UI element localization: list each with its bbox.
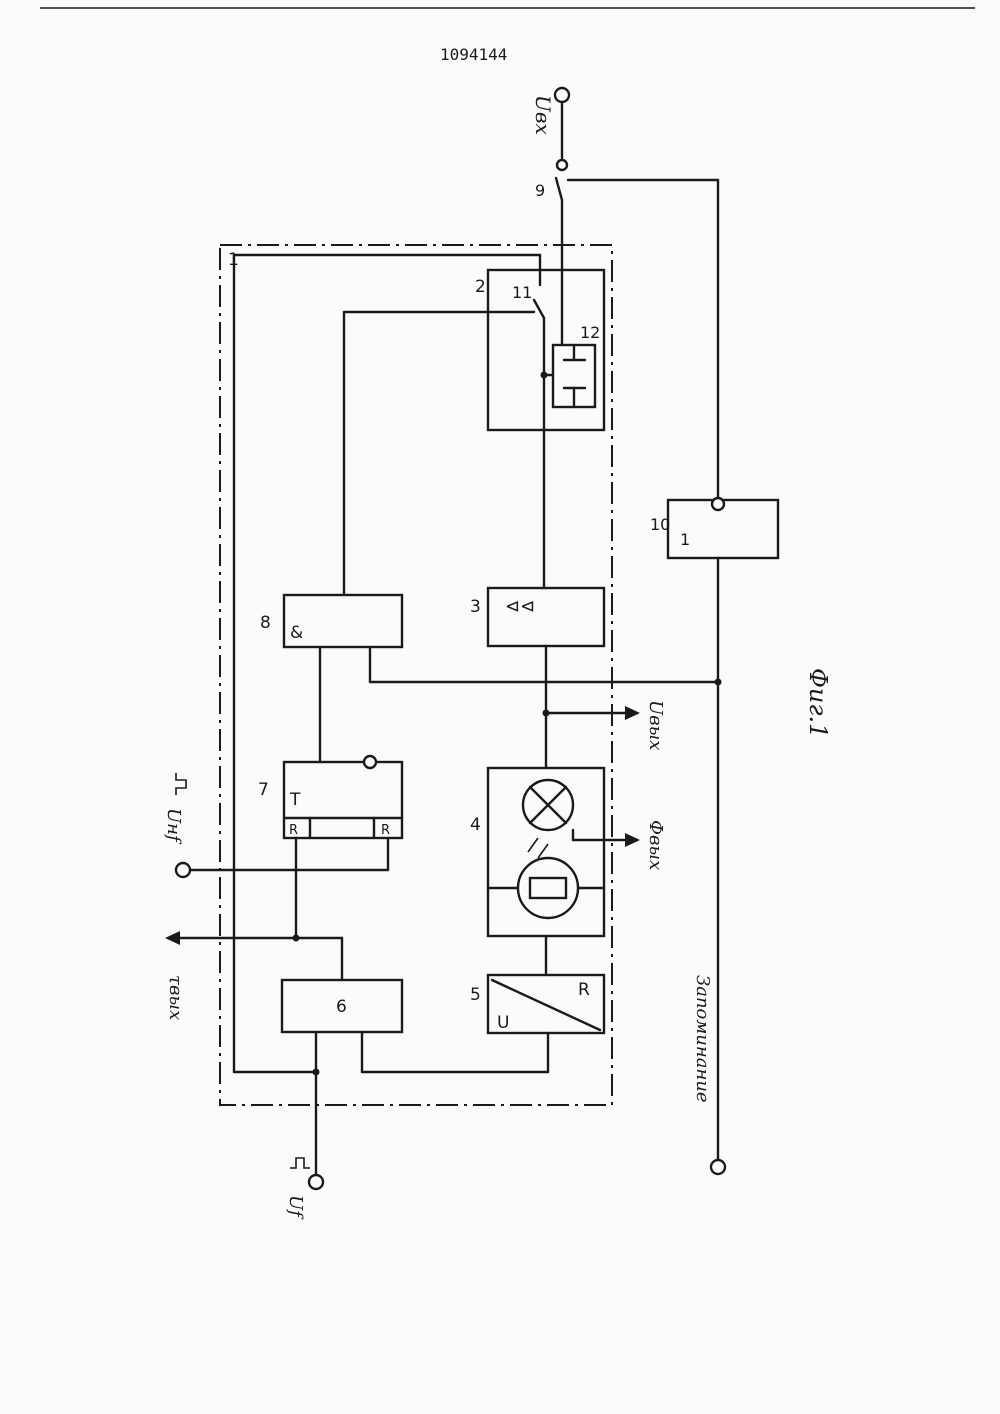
block-7-r1: R xyxy=(289,823,298,838)
unf-pulse-icon xyxy=(176,773,186,795)
label-unit-5: 5 xyxy=(470,985,481,1005)
block-5-r: R xyxy=(578,980,590,1000)
block-8-symbol: & xyxy=(290,623,303,643)
block-10 xyxy=(668,498,778,558)
block-10-symbol: 1 xyxy=(680,530,690,549)
label-unit-8: 8 xyxy=(260,613,271,633)
u-in-terminal xyxy=(555,88,569,102)
u-out-arrow-icon xyxy=(625,706,640,720)
patent-number: 1094144 xyxy=(440,45,507,64)
label-unit-10: 10 xyxy=(650,515,670,534)
block-4 xyxy=(488,768,604,936)
label-unit-7: 7 xyxy=(258,780,269,800)
block-5-u: U xyxy=(497,1013,509,1033)
switch-9-contact xyxy=(557,160,567,170)
label-tau-out: τвых xyxy=(165,975,186,1020)
block-2 xyxy=(488,270,604,430)
label-unit-4: 4 xyxy=(470,815,481,835)
block-3-symbol: ⊲⊲ xyxy=(505,596,535,617)
key-11-blade xyxy=(534,300,544,318)
label-uf: Uf xyxy=(285,1195,306,1220)
block-7-r2: R xyxy=(381,823,390,838)
switch-9-blade xyxy=(556,178,562,200)
label-unit-2: 2 xyxy=(475,277,486,297)
label-unit-11: 11 xyxy=(512,283,532,302)
block-7-t: T xyxy=(289,790,301,810)
unf-terminal xyxy=(176,863,190,877)
figure-caption: Фиг.1 xyxy=(804,668,832,738)
block-6-label: 6 xyxy=(336,997,347,1017)
uf-terminal xyxy=(309,1175,323,1189)
light-arrow-2 xyxy=(538,844,548,858)
memorize-terminal xyxy=(711,1160,725,1174)
label-memorize: Запоминание xyxy=(692,975,713,1103)
photoresistor-icon xyxy=(518,858,578,918)
label-unit-3: 3 xyxy=(470,597,481,617)
block-7-inversion-dot xyxy=(364,756,376,768)
label-phi-out: Фвых xyxy=(645,820,666,870)
label-unit-12: 12 xyxy=(580,323,600,342)
light-arrow-1 xyxy=(528,838,538,852)
block-10-inversion-dot xyxy=(712,498,724,510)
label-unit-9: 9 xyxy=(535,181,545,200)
uf-pulse-icon xyxy=(290,1158,310,1168)
phi-out-arrow-icon xyxy=(625,833,640,847)
label-u-in: Uвх xyxy=(531,95,555,135)
tau-out-arrow-icon xyxy=(165,931,180,945)
label-unf: Uнf xyxy=(163,808,184,845)
label-u-out: Uвых xyxy=(645,700,666,750)
